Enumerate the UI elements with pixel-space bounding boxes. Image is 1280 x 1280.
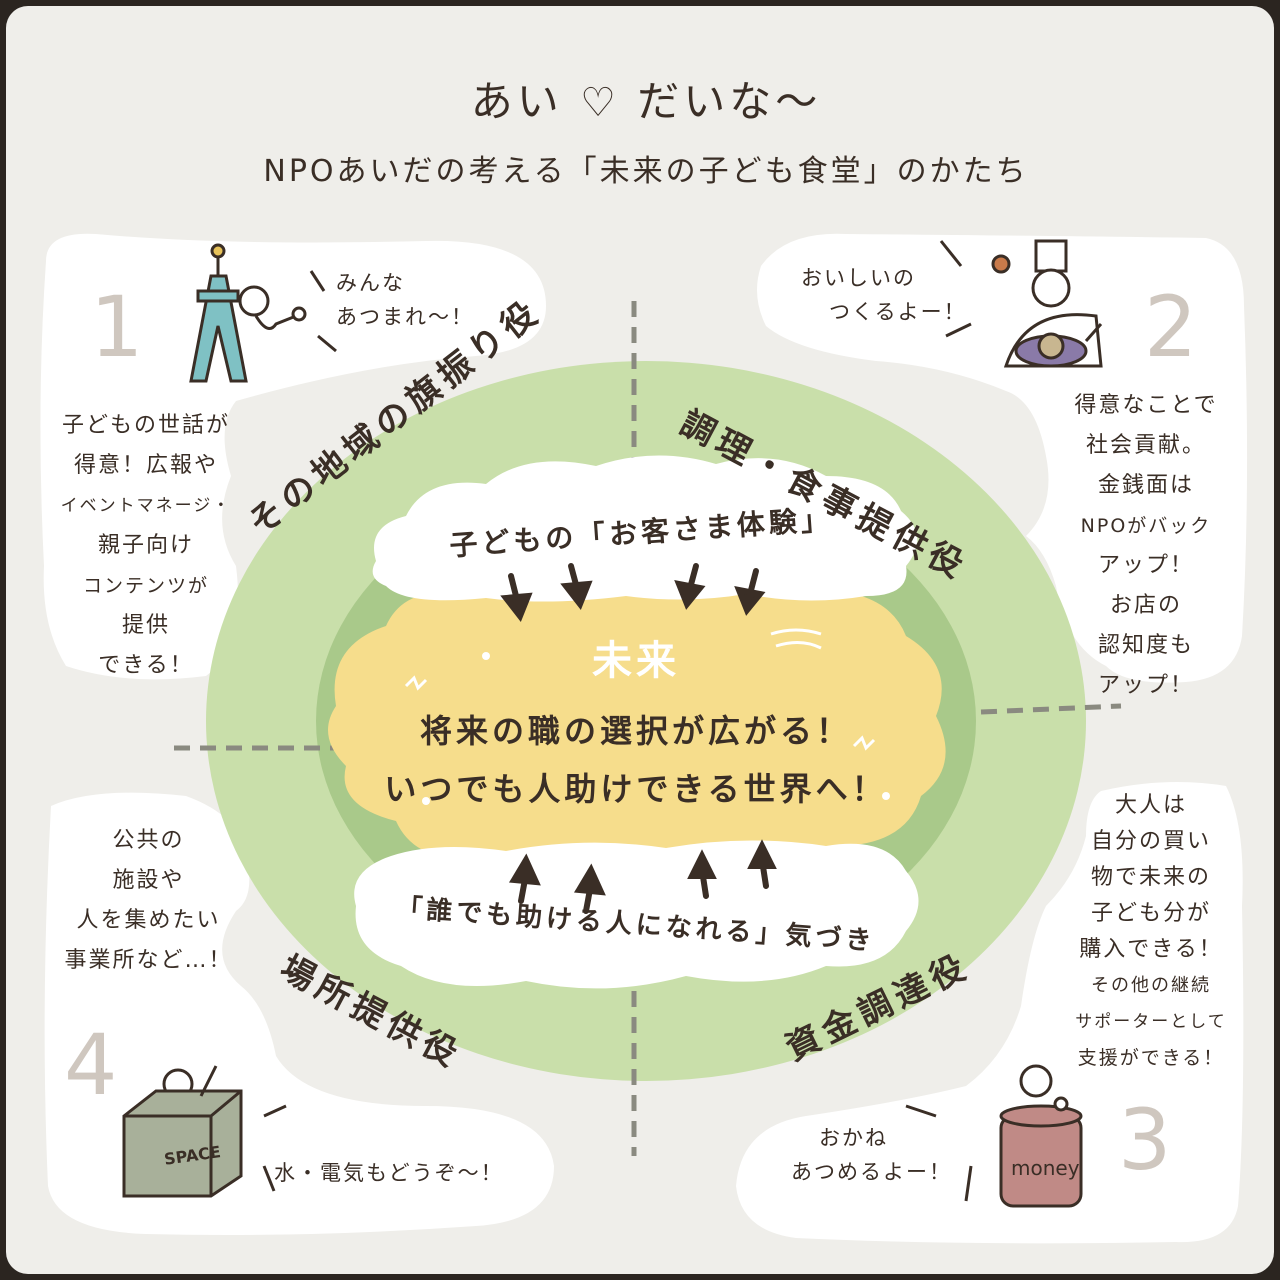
note-4-line: 公共の (112, 828, 185, 853)
person-1 (238, 285, 307, 330)
tower-figure (189, 243, 248, 383)
bottom-cloud (354, 840, 919, 989)
speech-2-line2: つくるよー！ (829, 300, 967, 324)
diagram-graphics (40, 233, 1248, 1244)
space-figure (122, 1065, 243, 1198)
bubble-2 (757, 233, 1248, 683)
heart-icon: ♡ (580, 80, 620, 126)
money-figure (999, 1064, 1083, 1208)
note-2-line: NPOがバック (1080, 515, 1212, 537)
title-part-b: だいな〜 (637, 77, 822, 126)
speech-3-line1: おかね (819, 1126, 888, 1150)
note-4-line: 人を集めたい (76, 908, 221, 933)
number-1: 1 (90, 278, 144, 376)
note-2-line: お店の (1109, 593, 1182, 618)
bubble-1 (40, 233, 546, 680)
note-3-line: 購入できる！ (1079, 937, 1223, 962)
speech-2: おいしいの つくるよー！ (801, 261, 967, 329)
top-cloud (372, 455, 918, 602)
note-1-line: イベントマネージ・ (60, 496, 232, 516)
speech-1-line2: あつまれ〜！ (336, 305, 474, 329)
note-3-line: 支援ができる！ (1077, 1047, 1225, 1069)
note-4-line: 事業所など…！ (64, 948, 233, 973)
note-2-line: アップ！ (1097, 553, 1194, 578)
note-1-line: 得意！広報や (73, 453, 218, 478)
note-1-line: コンテンツが (82, 575, 209, 597)
note-3-line: その他の継続 (1091, 975, 1211, 996)
number-2: 2 (1144, 278, 1198, 376)
note-4: 公共の 施設や 人を集めたい 事業所など…！ (46, 821, 251, 981)
note-3-line: 物で未来の (1090, 865, 1211, 890)
note-2-line: アップ！ (1097, 673, 1194, 698)
future-line-2: いつでも人助けできる世界へ！ (384, 770, 888, 808)
subtitle: NPOあいだの考える「未来の子ども食堂」のかたち (263, 154, 1029, 189)
note-1-line: 子どもの世話が (61, 413, 230, 438)
main-title: あい ♡ だいな〜 (6, 68, 1274, 129)
speech-4: 水・電気もどうぞ〜！ (274, 1161, 504, 1185)
note-1-line: できる！ (98, 653, 194, 678)
note-1: 子どもの世話が 得意！広報や イベントマネージ・ 親子向け コンテンツが 提供 … (46, 406, 246, 686)
speech-3-line2: あつめるよー！ (791, 1160, 952, 1184)
note-3-line: 大人は (1114, 793, 1187, 818)
speech-3: おかね あつめるよー！ (791, 1121, 952, 1189)
future-cloud (328, 572, 946, 875)
note-3: 大人は 自分の買い 物で未来の 子ども分が 購入できる！ その他の継続 サポータ… (1051, 788, 1251, 1076)
speech-1: みんな あつまれ〜！ (336, 266, 474, 334)
money-label: money (1011, 1156, 1080, 1180)
poster: あい ♡ だいな〜 NPOあいだの考える「未来の子ども食堂」のかたち (6, 6, 1274, 1274)
note-1-line: 提供 (121, 613, 170, 638)
future-line-1: 将来の職の選択が広がる！ (419, 712, 852, 750)
note-4-line: 施設や (112, 868, 185, 893)
note-3-line: サポーターとして (1075, 1012, 1227, 1032)
number-3: 3 (1118, 1091, 1172, 1189)
bubble-3 (736, 782, 1244, 1244)
speech-2-line1: おいしいの (801, 266, 916, 290)
number-4: 4 (64, 1016, 118, 1114)
speech-1-line1: みんな (336, 271, 405, 295)
title-part-a: あい (470, 77, 563, 126)
note-2: 得意なことで 社会貢献。 金銭面は NPOがバック アップ！ お店の 認知度も … (1046, 386, 1246, 706)
note-2-line: 金銭面は (1097, 473, 1194, 498)
note-3-line: 子ども分が (1090, 901, 1211, 926)
note-2-line: 得意なことで (1074, 393, 1218, 418)
chef-figure (991, 239, 1103, 368)
note-2-line: 社会貢献。 (1085, 433, 1206, 458)
note-2-line: 認知度も (1097, 633, 1194, 658)
future-title: 未来 (592, 638, 680, 684)
note-1-line: 親子向け (97, 533, 194, 558)
note-3-line: 自分の買い (1090, 829, 1211, 854)
